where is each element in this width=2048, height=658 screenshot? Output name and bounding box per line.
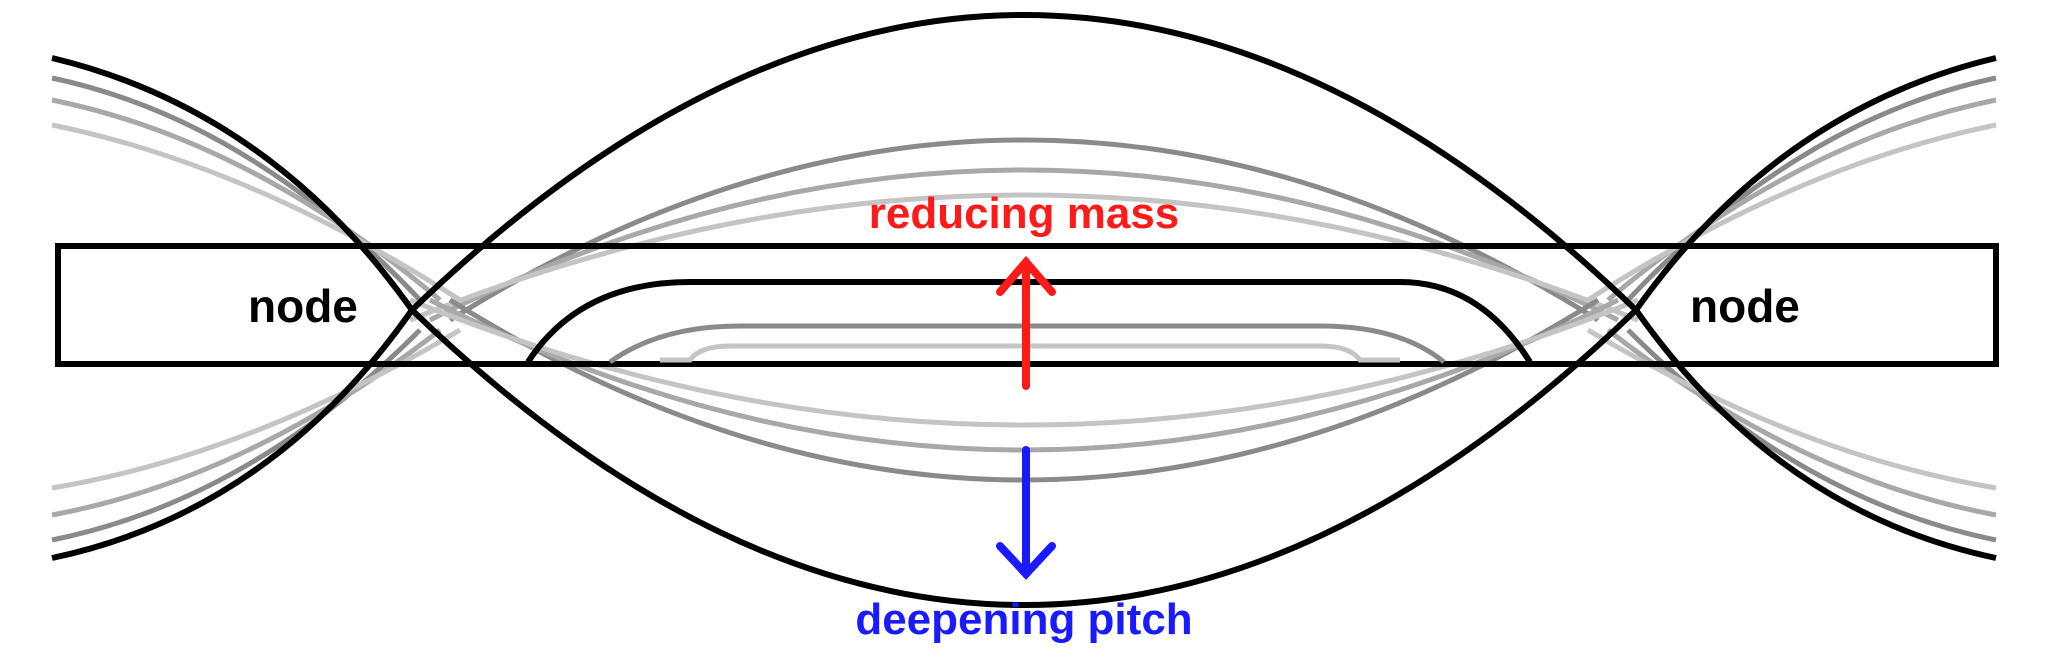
wave-middle-lower: [409, 307, 1639, 608]
scallop-cut: [525, 279, 1533, 364]
faded-wave-left-lower-1: [51, 328, 422, 543]
faded-wave-upper-3: [409, 192, 1639, 323]
faded-wave-right-upper-1: [1626, 75, 1997, 302]
deepening-pitch-label: deepening pitch: [855, 595, 1192, 644]
faded-wave-right-upper-3: [1586, 122, 1997, 303]
wave-right-lower: [1633, 308, 1997, 561]
node-label-left: node: [248, 280, 358, 332]
faded-wave-left-upper-1: [51, 75, 422, 302]
wave-right-upper: [1633, 55, 1997, 312]
faded-wave-left-upper-3: [51, 122, 462, 303]
arrow-down-icon: [996, 446, 1056, 580]
faded-wave-right-lower-1: [1626, 328, 1997, 543]
reducing-mass-label: reducing mass: [869, 189, 1180, 238]
wave-middle-upper: [409, 12, 1639, 313]
faded-wave-left-lower-2: [51, 328, 442, 518]
wave-left-upper: [51, 55, 415, 312]
node-label-right: node: [1690, 280, 1800, 332]
wave-left-lower: [51, 308, 415, 561]
faded-wave-upper-1: [448, 137, 1600, 323]
faded-wave-right-lower-2: [1606, 328, 1997, 518]
arrow-up-icon: [996, 255, 1056, 390]
